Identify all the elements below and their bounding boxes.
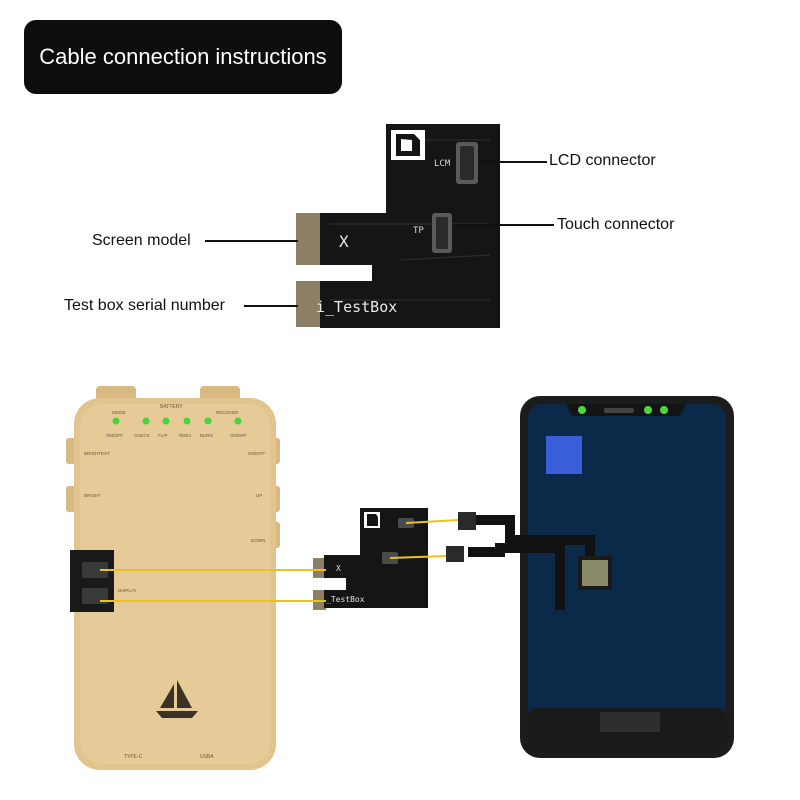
button-label-burn: BURN — [200, 433, 213, 438]
serial-text: i_TestBox — [316, 298, 397, 316]
led-indicator-icon — [184, 418, 191, 425]
button-label-check: CHECK — [134, 433, 150, 438]
side-label-onoff: ON/OFF — [248, 451, 265, 456]
led-indicator-icon — [113, 418, 120, 425]
usba-label: USBA — [200, 754, 214, 760]
button-label-rdea: RDEA — [179, 433, 192, 438]
test-box: BATTERY MODE RECOVER ON/OFF CHECK FLIP R… — [66, 386, 280, 770]
recover-label: RECOVER — [216, 410, 239, 415]
phone-screen-assembly — [520, 396, 734, 758]
side-label-brightest: BRIGHTEST — [84, 451, 110, 456]
side-label-bright: BRIGHT — [84, 493, 101, 498]
tp-label: TP — [413, 226, 424, 236]
mode-label: MODE — [112, 410, 126, 415]
lower-serial-text: _TestBox — [326, 595, 365, 604]
button-label-onoff-2: ON/OFF — [230, 433, 247, 438]
display-label: DISPLAY — [118, 588, 137, 593]
battery-label: BATTERY — [160, 404, 183, 410]
side-label-up: UP — [256, 493, 262, 498]
screen-contact — [296, 213, 320, 265]
side-label-down: DOWN — [251, 538, 265, 543]
lcm-label: LCM — [434, 159, 451, 169]
touch-connector-callout: Touch connector — [557, 216, 674, 234]
screen-model-text: X — [339, 232, 349, 251]
screen-sticker — [546, 436, 582, 474]
screen-model-callout: Screen model — [92, 232, 191, 250]
lower-model-text: X — [336, 564, 341, 573]
led-indicator-icon — [163, 418, 170, 425]
typec-label: TYPE-C — [124, 754, 143, 760]
button-label-onoff: ON/OFF — [106, 433, 123, 438]
serial-number-callout: Test box serial number — [64, 297, 225, 315]
lcd-connector-callout: LCD connector — [549, 152, 656, 170]
led-indicator-icon — [205, 418, 212, 425]
led-indicator-icon — [235, 418, 242, 425]
button-label-flip: FLIP — [158, 433, 168, 438]
led-indicator-icon — [143, 418, 150, 425]
